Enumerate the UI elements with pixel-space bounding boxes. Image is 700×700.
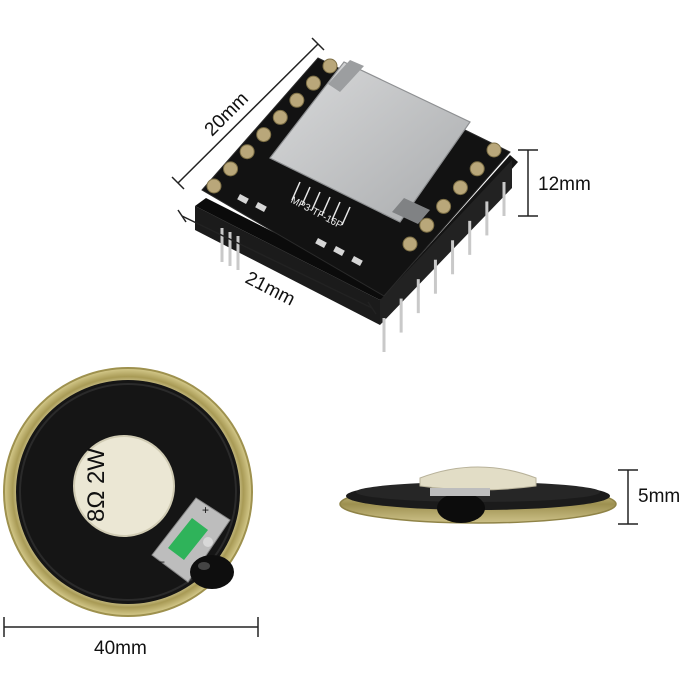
dim-speaker-thickness — [618, 469, 638, 525]
terminal-plus-mark: + — [202, 503, 209, 517]
pin-pad — [402, 236, 418, 252]
label-module-width: 20mm — [201, 88, 253, 140]
pin-pad — [419, 217, 435, 233]
mp3-module: MP3-TF-16P — [195, 57, 518, 352]
speaker-side-cap — [419, 466, 537, 491]
pin-pad — [486, 142, 502, 158]
speaker-rating-label: 8Ω 2W — [83, 448, 110, 522]
smd-components — [237, 194, 363, 266]
dim-speaker-diameter — [3, 617, 259, 637]
speaker-cap — [73, 435, 175, 537]
dim-module-width — [171, 37, 325, 190]
label-speaker-thickness: 5mm — [638, 486, 680, 507]
pin-pad — [289, 92, 305, 108]
pin-pad — [436, 198, 452, 214]
pin-pad — [469, 161, 485, 177]
dim-module-height — [518, 149, 538, 217]
terminal-minus-mark: − — [158, 555, 165, 569]
label-module-height: 12mm — [538, 174, 591, 195]
speaker-side — [339, 466, 617, 524]
pin-row-right — [402, 142, 502, 252]
pin-header-left — [195, 198, 392, 300]
pin-pad — [322, 58, 338, 74]
speaker-front: 8Ω 2W + − — [3, 367, 253, 617]
header-pins — [220, 182, 506, 352]
pin-row-left — [206, 58, 338, 194]
pin-pad — [239, 144, 255, 160]
dim-module-length — [177, 209, 377, 315]
pin-pad — [305, 75, 321, 91]
pin-pad — [256, 127, 272, 143]
pin-pad — [206, 178, 222, 194]
pin-pad — [452, 180, 468, 196]
label-speaker-diameter: 40mm — [94, 638, 147, 659]
sd-card-slot — [269, 61, 471, 223]
pin-pad — [272, 109, 288, 125]
pin-pad — [223, 161, 239, 177]
